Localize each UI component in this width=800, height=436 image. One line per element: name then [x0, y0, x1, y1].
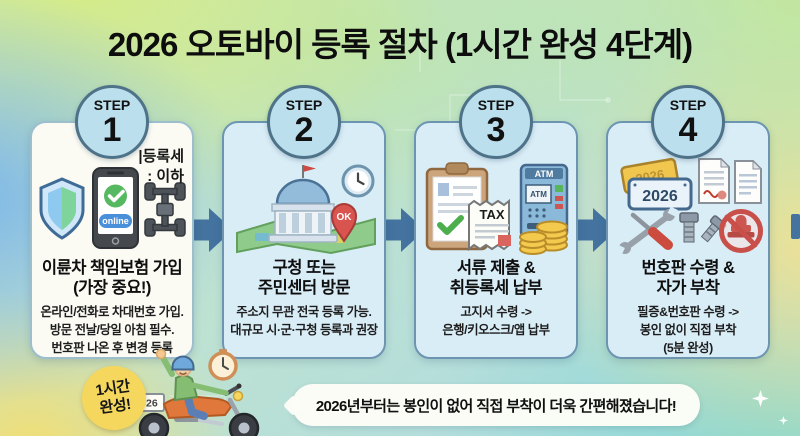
step-1-note: |등록세 : 이하	[138, 147, 184, 186]
ok-pin-label: OK	[337, 212, 353, 223]
shield-icon	[39, 177, 85, 240]
step-1-number: 1	[102, 110, 122, 149]
atm-sign-label: ATM	[535, 169, 554, 179]
government-building-icon	[268, 165, 338, 243]
tools-icon	[614, 206, 678, 255]
step-3-body-line2: 은행/키오스크/앱 납부	[442, 322, 550, 337]
chassis-icon	[144, 182, 186, 237]
step-1-body: 온라인/전화로 차대번호 가입. 방문 전날/당일 아침 필수. 번호판 나온 …	[32, 304, 192, 357]
tax-receipt-icon: TAX	[468, 198, 511, 252]
atm-icon: ATM ATM	[519, 163, 569, 239]
step-4-body: 필증&번호판 수령 -> 봉인 없이 직접 부착 (5분 완성)	[608, 304, 768, 357]
no-seal-icon	[719, 209, 763, 253]
document-icon	[734, 159, 763, 204]
license-plate-icon: 2026 2026	[620, 157, 693, 211]
step-4-card: 2026 2026	[606, 121, 770, 359]
stamped-document-icon	[698, 157, 731, 204]
step-1-title: 이륜차 책임보험 가입 (가장 중요!)	[32, 259, 192, 299]
page-title: 2026 오토바이 등록 절차 (1시간 완성 4단계)	[107, 26, 693, 63]
clock-icon	[341, 164, 375, 198]
step-1-body-line3: 번호판 나온 후 변경 등록	[51, 340, 173, 355]
rider-icon	[155, 348, 229, 420]
step-1-card: |등록세 : 이하 online	[30, 121, 194, 359]
time-badge-line2: 완성!	[98, 395, 132, 418]
step-4-badge: STEP 4	[651, 85, 725, 159]
bottom-banner-text: 2026년부터는 봉인이 없어 직접 부착이 더욱 간편해졌습니다!	[315, 397, 677, 415]
step-2-label: STEP	[285, 96, 323, 113]
ok-pin-icon: OK	[330, 203, 358, 243]
step-1-body-line1: 온라인/전화로 차대번호 가입.	[40, 305, 184, 319]
sparkle-icon	[779, 416, 788, 425]
step-3-title-line1: 서류 제출 &	[456, 259, 536, 277]
step-2-card: OK 구청 또는 주민센터 방문 주소지 무관 전국 등록 가능. 대규모 시·…	[222, 121, 386, 359]
motorcycle-rider-illustration: 2026	[127, 348, 260, 436]
step-2-body-line1: 주소지 무관 전국 등록 가능.	[236, 305, 372, 319]
step-4-label: STEP	[669, 96, 707, 113]
step-4-title-line2: 자가 부착	[656, 278, 720, 297]
step-3-body-line1: 고지서 수령 ->	[460, 305, 532, 319]
stopwatch-icon	[208, 349, 238, 381]
step-1-note-line1: |등록세	[138, 148, 184, 165]
step-4-title-line1: 번호판 수령 &	[641, 259, 735, 277]
step-3-title: 서류 제출 & 취등록세 납부	[416, 259, 576, 299]
step-2-number: 2	[294, 110, 314, 149]
step-1-badge: STEP 1	[75, 85, 149, 159]
bottom-banner: 2026년부터는 봉인이 없어 직접 부착이 더욱 간편해졌습니다!	[292, 384, 700, 426]
step-3-number: 3	[486, 110, 506, 149]
atm-screen-label: ATM	[530, 190, 547, 199]
step-1-icons: online	[39, 167, 186, 249]
step-4-body-line2: 봉인 없이 직접 부착	[639, 322, 737, 337]
phone-online-label: online	[102, 216, 129, 226]
arrow-edge-fragment	[791, 214, 800, 239]
step-3-title-line2: 취등록세 납부	[449, 278, 543, 297]
step-2-body-line2: 대규모 시·군·구청 등록과 권장	[230, 322, 378, 337]
step-2-body: 주소지 무관 전국 등록 가능. 대규모 시·군·구청 등록과 권장	[224, 304, 384, 340]
coins-icon	[519, 220, 568, 255]
plate-front-label: 2026	[642, 188, 678, 205]
step-2-title: 구청 또는 주민센터 방문	[224, 259, 384, 299]
step-3-badge: STEP 3	[459, 85, 533, 159]
step-3-label: STEP	[477, 96, 515, 113]
step-4-title: 번호판 수령 & 자가 부착	[608, 259, 768, 299]
step-2-icons: OK	[236, 164, 376, 255]
sparkle-icon	[752, 390, 769, 407]
step-2-badge: STEP 2	[267, 85, 341, 159]
step-1-title-line1: 이륜차 책임보험 가입	[41, 259, 183, 277]
tax-label: TAX	[479, 207, 504, 222]
bolts-icon	[679, 212, 727, 243]
step-4-body-line1: 필증&번호판 수령 ->	[637, 305, 739, 319]
step-4-body-line3: (5분 완성)	[663, 340, 713, 355]
step-3-card: TAX ATM ATM	[414, 121, 578, 359]
step-1-title-line2: (가장 중요!)	[73, 278, 151, 297]
step-4-number: 4	[678, 110, 698, 149]
step-1-note-line2: : 이하	[147, 167, 184, 185]
step-2-title-line2: 주민센터 방문	[257, 278, 351, 297]
step-3-icons: TAX ATM ATM	[425, 162, 569, 255]
step-4-icons: 2026 2026	[614, 157, 763, 255]
phone-online-icon: online	[92, 167, 139, 249]
step-3-body: 고지서 수령 -> 은행/키오스크/앱 납부	[416, 304, 576, 340]
step-1-body-line2: 방문 전날/당일 아침 필수.	[49, 322, 175, 337]
step-1-label: STEP	[93, 96, 131, 113]
step-2-title-line1: 구청 또는	[272, 259, 336, 277]
